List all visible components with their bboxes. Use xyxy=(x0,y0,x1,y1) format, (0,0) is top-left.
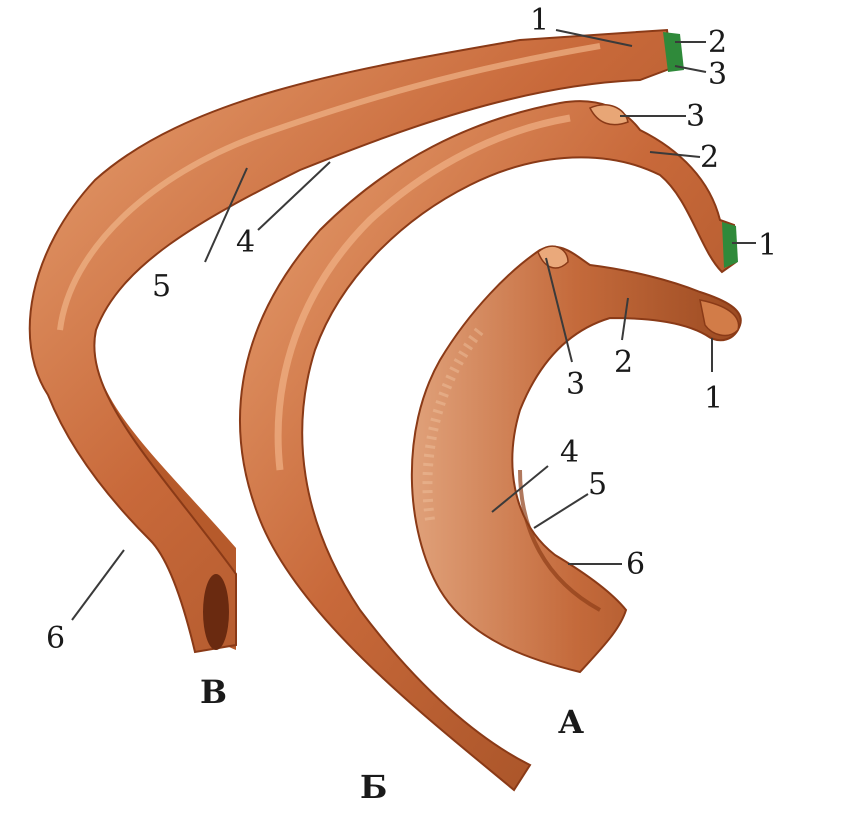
label-a-2: 2 xyxy=(614,345,633,380)
label-a-3: 3 xyxy=(566,367,585,402)
label-v-5: 5 xyxy=(152,269,171,304)
label-a-4: 4 xyxy=(560,435,579,470)
label-v-4: 4 xyxy=(236,225,255,260)
label-a-5: 5 xyxy=(588,467,607,502)
label-v-2: 2 xyxy=(708,25,727,60)
label-a-6: 6 xyxy=(626,547,645,582)
labels-rib-a: 1 2 3 4 5 6 xyxy=(560,345,723,582)
label-v-6: 6 xyxy=(46,621,65,656)
label-a-1: 1 xyxy=(704,381,723,416)
label-v-1: 1 xyxy=(530,3,549,38)
label-b-3: 3 xyxy=(686,99,705,134)
letter-a: А xyxy=(558,703,584,741)
label-b-2: 2 xyxy=(700,140,719,175)
label-v-3: 3 xyxy=(708,57,727,92)
rib-v-cut-end xyxy=(203,574,229,650)
letter-v: В xyxy=(200,673,227,711)
letter-b: Б xyxy=(360,768,387,806)
rib-letters: В Б А xyxy=(200,673,584,806)
label-b-1: 1 xyxy=(758,228,777,263)
rib-b-cartilage xyxy=(722,222,738,268)
